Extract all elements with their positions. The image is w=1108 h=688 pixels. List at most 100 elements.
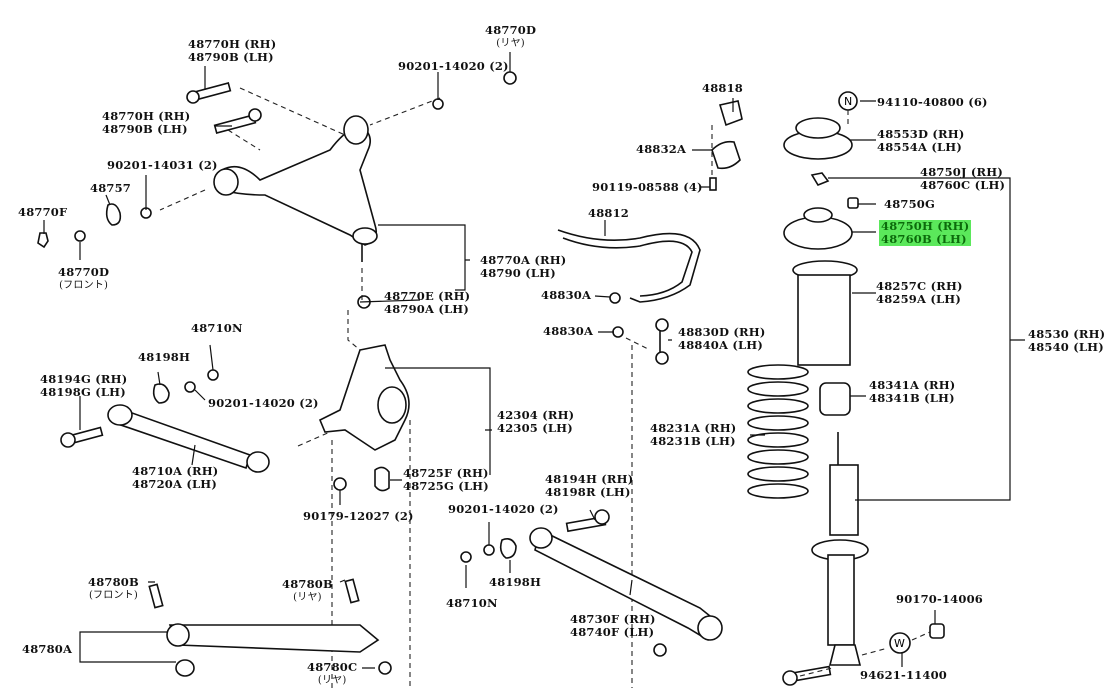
nut xyxy=(74,230,86,242)
bushing xyxy=(374,466,390,492)
bolt-front xyxy=(148,583,164,609)
label-48770d-rear[interactable]: 48770D(リヤ) xyxy=(485,23,537,50)
label-48830d-48840a[interactable]: 48830D (RH)48840A (LH) xyxy=(678,325,766,352)
stopper xyxy=(105,203,122,226)
bushing xyxy=(810,172,830,186)
w-symbol-text: W xyxy=(894,637,905,650)
label-48770a-48790[interactable]: 48770A (RH)48790 (LH) xyxy=(480,253,567,280)
spring-upper-seat[interactable] xyxy=(783,207,853,250)
washer xyxy=(432,98,444,110)
label-48730f-48740f[interactable]: 48730F (RH)48740F (LH) xyxy=(570,612,656,639)
label-90201-14031[interactable]: 90201-14031 (2) xyxy=(107,158,218,172)
label-48770h-48790b-top[interactable]: 48770H (RH)48790B (LH) xyxy=(188,37,277,64)
bushing xyxy=(612,326,624,338)
label-48780b-rear[interactable]: 48780B(リヤ) xyxy=(282,577,333,604)
label-48832a[interactable]: 48832A xyxy=(636,142,687,156)
label-48710n-left[interactable]: 48710N xyxy=(191,321,243,335)
spring-coil xyxy=(747,381,809,397)
spring-coil xyxy=(747,432,809,448)
label-48780c-rear[interactable]: 48780C(リヤ) xyxy=(307,660,358,687)
label-94110-40800[interactable]: 94110-40800 (6) xyxy=(877,95,988,109)
label-90201-14020-bottom[interactable]: 90201-14020 (2) xyxy=(448,502,559,516)
knuckle[interactable] xyxy=(318,344,410,451)
stopper xyxy=(499,538,517,559)
bolt-lateral xyxy=(60,426,104,448)
label-48780b-front[interactable]: 48780B(フロント) xyxy=(88,575,139,602)
nut xyxy=(503,71,517,85)
label-48770h-48790b-mid[interactable]: 48770H (RH)48790B (LH) xyxy=(102,109,191,136)
nut xyxy=(333,477,347,491)
nut xyxy=(929,623,945,639)
bushing-48818 xyxy=(718,100,743,127)
washer xyxy=(184,381,196,393)
upper-control-arm[interactable] xyxy=(213,115,378,262)
label-48194h-48198r[interactable]: 48194H (RH)48198R (LH) xyxy=(545,472,634,499)
label-48770f[interactable]: 48770F xyxy=(18,205,68,219)
bolt xyxy=(709,177,717,191)
spring-coil xyxy=(747,449,809,465)
label-48198h-left[interactable]: 48198H xyxy=(138,350,191,364)
label-48194g-48198g[interactable]: 48194G (RH)48198G (LH) xyxy=(40,372,128,399)
lower-control-arm[interactable] xyxy=(529,527,723,642)
label-48710n-bottom[interactable]: 48710N xyxy=(446,596,498,610)
label-48725f-48725g[interactable]: 48725F (RH)48725G (LH) xyxy=(403,466,489,493)
label-48750g[interactable]: 48750G xyxy=(884,197,936,211)
label-48830a-upper[interactable]: 48830A xyxy=(541,288,592,302)
label-94621-11400[interactable]: 94621-11400 xyxy=(860,668,947,682)
lateral-rod[interactable] xyxy=(107,404,270,473)
upper-support[interactable] xyxy=(783,117,853,160)
spring-coil xyxy=(747,466,809,482)
washer-symbol-w xyxy=(889,632,911,654)
bushing xyxy=(653,643,667,657)
spring-coil xyxy=(747,483,809,499)
stabilizer-link[interactable] xyxy=(655,318,669,365)
bolt-upper-2 xyxy=(213,108,262,135)
label-48812[interactable]: 48812 xyxy=(588,206,630,220)
label-48818[interactable]: 48818 xyxy=(702,81,744,95)
bolt-upper-1 xyxy=(186,81,232,104)
bolt-shock xyxy=(782,665,832,686)
coil-spring[interactable] xyxy=(747,364,809,499)
label-48757[interactable]: 48757 xyxy=(90,181,132,195)
label-48830a-lower[interactable]: 48830A xyxy=(543,324,594,338)
label-48710a-48720a[interactable]: 48710A (RH)48720A (LH) xyxy=(132,464,219,491)
n-symbol-text: N xyxy=(844,95,852,108)
bracket-48832a xyxy=(711,140,741,170)
label-48198h-bottom[interactable]: 48198H xyxy=(489,575,542,589)
trailing-arm[interactable] xyxy=(166,623,380,677)
shock-absorber[interactable] xyxy=(811,432,869,666)
label-48770e-48790a[interactable]: 48770E (RH)48790A (LH) xyxy=(384,289,471,316)
spring-coil xyxy=(747,398,809,414)
bump-boot[interactable] xyxy=(792,260,858,366)
bolt-rear xyxy=(344,578,360,604)
label-42304-42305[interactable]: 42304 (RH)42305 (LH) xyxy=(497,408,575,435)
bound-stopper[interactable] xyxy=(819,382,851,416)
bushing xyxy=(609,292,621,304)
label-90119-08588[interactable]: 90119-08588 (4) xyxy=(592,180,703,194)
label-90201-14020-top[interactable]: 90201-14020 (2) xyxy=(398,59,509,73)
label-48553d-48554a[interactable]: 48553D (RH)48554A (LH) xyxy=(877,127,965,154)
collar xyxy=(847,197,859,209)
label-48770d-front[interactable]: 48770D(フロント) xyxy=(58,265,110,292)
label-48341a-48341b[interactable]: 48341A (RH)48341B (LH) xyxy=(869,378,956,405)
label-48530-48540[interactable]: 48530 (RH)48540 (LH) xyxy=(1028,327,1106,354)
label-90170-14006[interactable]: 90170-14006 xyxy=(896,592,983,606)
washer xyxy=(483,544,495,556)
label-48231a-48231b[interactable]: 48231A (RH)48231B (LH) xyxy=(650,421,737,448)
stabilizer-bar[interactable] xyxy=(557,229,701,303)
label-48750h-48760b-highlighted[interactable]: 48750H (RH)48760B (LH) xyxy=(879,219,972,246)
label-48750j-48760c[interactable]: 48750J (RH)48760C (LH) xyxy=(920,165,1006,192)
clip xyxy=(37,232,49,249)
nut xyxy=(378,661,392,675)
nut xyxy=(460,551,472,563)
stopper xyxy=(152,383,170,404)
nut xyxy=(207,369,219,381)
label-48780a[interactable]: 48780A xyxy=(22,642,73,656)
spring-coil xyxy=(747,364,809,380)
bolt-lower xyxy=(565,509,610,533)
label-48257c-48259a[interactable]: 48257C (RH)48259A (LH) xyxy=(876,279,963,306)
spring-coil xyxy=(747,415,809,431)
label-90201-14020-left[interactable]: 90201-14020 (2) xyxy=(208,396,319,410)
label-90179-12027[interactable]: 90179-12027 (2) xyxy=(303,509,414,523)
